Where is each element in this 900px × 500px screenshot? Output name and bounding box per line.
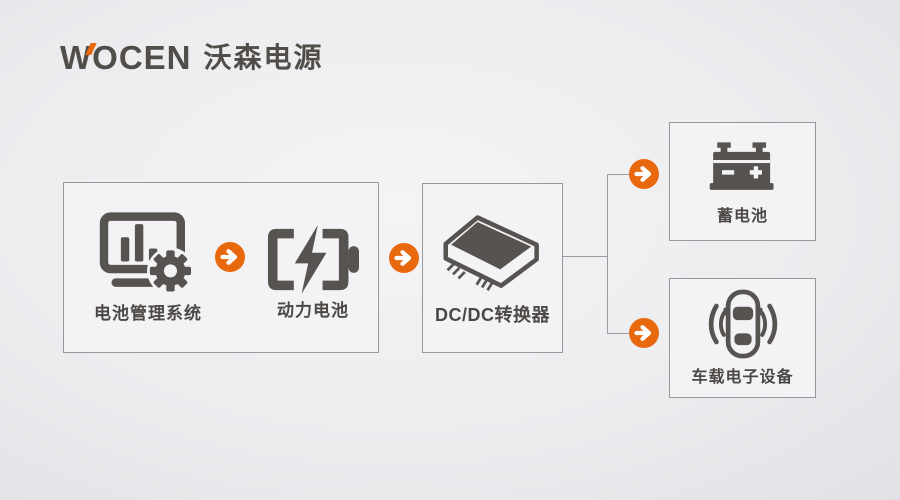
flow-arrow-icon-to-converter [389,243,419,273]
brand-wordmark: WOCEN [60,39,192,76]
brand-wordmark-text: WOCEN [60,39,192,76]
car-sensors-icon [708,289,777,359]
flow-box-storage-battery: 蓄电池 [669,122,816,241]
dcdc-chip-icon [442,215,539,291]
signal-arc-left-outer [708,303,719,345]
connector-line-top-branch [608,174,632,175]
flow-box-stage1: 电池管理系统 动力电池 [63,182,379,353]
brand-logo: WOCEN 沃森电源 [60,39,324,76]
flow-box-vehicle-electronics: 车载电子设备 [669,278,816,398]
signal-arc-left-inner [718,311,726,337]
node-vehicle-electronics: 车载电子设备 [670,288,815,387]
storage-battery-icon [709,142,774,190]
node-dcdc-converter: DC/DC转换器 [423,212,562,327]
lightning-bolt-icon [294,225,327,294]
minus-terminal [721,170,734,175]
node-storage-battery: 蓄电池 [670,141,815,226]
node-label-dcdc: DC/DC转换器 [435,305,550,325]
node-label-vehicle-electronics: 车载电子设备 [691,369,794,386]
flow-box-stage2: DC/DC转换器 [422,183,563,353]
node-battery-management: 电池管理系统 [89,211,207,324]
node-power-battery: 动力电池 [252,225,374,321]
connector-line-mid [563,256,607,257]
signal-arc-right-inner [759,311,767,337]
flow-arrow-icon-to-storage-battery [629,159,659,189]
mirror-right [756,307,763,316]
power-battery-icon [267,225,359,294]
brand-wordmark-chinese: 沃森电源 [203,42,324,73]
rear-window [733,333,752,346]
flow-arrow-icon-to-vehicle-electronics [629,318,659,348]
flow-arrow-icon-bms-to-battery [215,242,245,272]
windshield [732,306,753,321]
chip-pins-left [446,262,466,280]
signal-arc-right-outer [766,303,777,345]
node-label-power-battery: 动力电池 [277,301,349,320]
node-label-storage-battery: 蓄电池 [716,208,768,225]
bms-monitor-gear-icon [99,212,194,295]
connector-line-bottom-branch [608,333,632,334]
chip-pins-bottom [474,276,493,291]
mirror-left [722,307,729,316]
connector-line-vertical [607,174,608,334]
node-label-bms: 电池管理系统 [94,304,202,323]
